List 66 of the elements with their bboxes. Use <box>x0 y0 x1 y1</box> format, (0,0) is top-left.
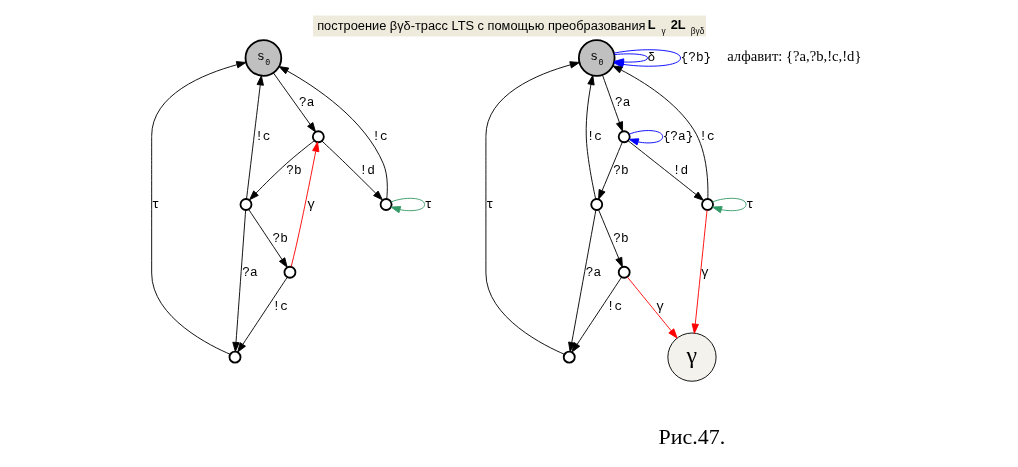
arrow <box>320 140 383 201</box>
label: алфавит: {?a,?b,!c,!d} <box>726 48 861 65</box>
node-circle <box>239 198 252 211</box>
edge-label: ?b <box>272 230 288 246</box>
edge-label: !c <box>371 129 388 145</box>
arrow <box>711 197 746 214</box>
diagram-title: построение βγδ-трасс LTS с помощью преобразования L$_{γ}$2L$_{βγδ}$ <box>316 16 704 37</box>
edge-label: ?a <box>585 264 601 280</box>
edge-label: γ <box>306 196 315 212</box>
arrow <box>236 276 288 353</box>
edge-label: !c <box>586 129 602 145</box>
edge-label: !c <box>272 298 288 314</box>
node-circle <box>617 265 631 279</box>
node-circle: s$_{0}$ <box>244 39 282 77</box>
edge-label: ?b <box>285 163 302 178</box>
arrow <box>150 61 246 355</box>
edge-label: ?a <box>614 95 630 111</box>
edge-label: γ <box>655 298 664 314</box>
node-circle <box>562 350 576 364</box>
edge-label: {?a} <box>662 129 693 145</box>
edge-label: γ <box>700 264 709 280</box>
node-circle <box>617 130 631 144</box>
arrow <box>611 65 708 200</box>
edge-label: τ <box>485 196 494 212</box>
edge-label: τ <box>745 196 754 212</box>
node-circle: s$_{0}$ <box>577 39 615 77</box>
edge-label: δ <box>647 50 655 66</box>
arrow <box>484 61 580 355</box>
edge-label: !c <box>698 129 715 145</box>
edge-label: !c <box>254 129 271 145</box>
edge-label: !c <box>606 298 622 314</box>
edge-label: ?a <box>241 264 258 280</box>
edge-label: {?b} <box>680 50 711 66</box>
arrow <box>278 66 388 200</box>
arrow <box>597 209 623 268</box>
arrow <box>272 72 316 133</box>
arrow <box>691 209 707 334</box>
edge-label: !d <box>672 163 688 178</box>
arrow <box>585 74 596 200</box>
edge-label: !d <box>359 163 375 178</box>
arrow <box>571 276 622 353</box>
node-circle <box>283 265 296 279</box>
node-circle: γ <box>666 332 717 382</box>
arrow <box>231 209 246 353</box>
arrow <box>597 141 623 200</box>
arrow <box>290 141 319 267</box>
node-circle <box>700 198 714 211</box>
arrow <box>247 208 288 268</box>
edge-label: ?a <box>298 95 314 111</box>
arrow <box>601 74 623 132</box>
caption: Рис.47. <box>658 424 725 450</box>
node-circle <box>379 198 392 211</box>
arrow <box>627 140 704 201</box>
node-circle <box>311 130 325 144</box>
edge-label: τ <box>151 196 159 212</box>
node-circle <box>589 198 603 211</box>
arrow <box>626 276 678 339</box>
arrow <box>628 130 663 146</box>
arrow <box>245 75 264 200</box>
edge-label: τ <box>424 196 432 212</box>
node-circle <box>228 350 241 364</box>
edge-label: ?b <box>612 230 629 246</box>
arrow <box>567 209 596 353</box>
edge-label: ?b <box>612 163 629 178</box>
arrow <box>248 140 315 201</box>
arrow <box>390 197 425 214</box>
